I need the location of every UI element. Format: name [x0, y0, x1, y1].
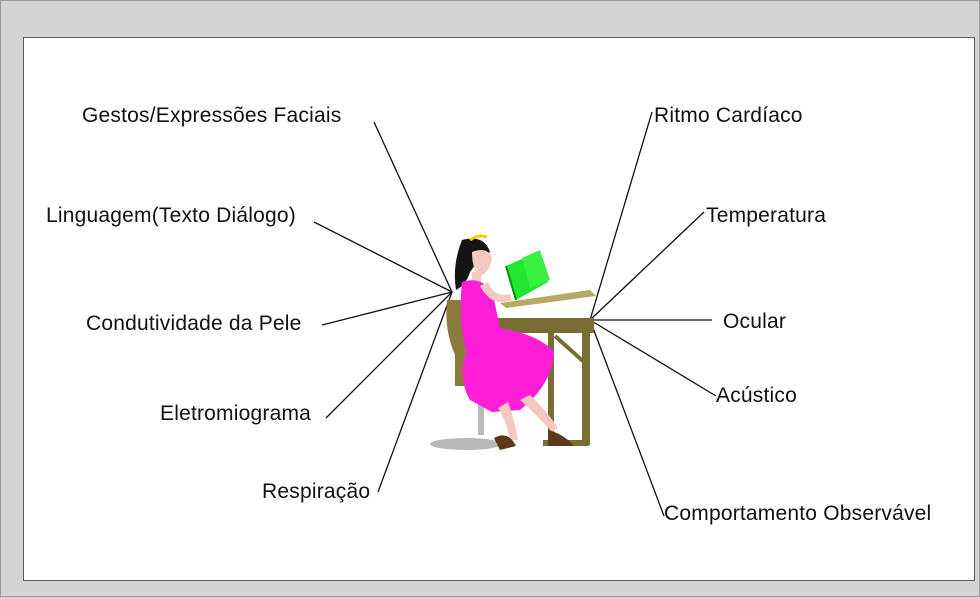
label-comportamento-observavel: Comportamento Observável	[664, 502, 932, 525]
connector-linguagem	[313, 221, 453, 293]
connector-gestos	[373, 121, 453, 293]
connector-respiracao	[377, 291, 453, 493]
label-acustico: Acústico	[716, 384, 797, 407]
connector-ritmo	[589, 111, 653, 321]
connector-acustico	[589, 319, 717, 397]
label-eletromiograma: Eletromiograma	[160, 402, 312, 425]
label-gestos-expressoes: Gestos/Expressões Faciais	[82, 104, 342, 127]
label-temperatura: Temperatura	[706, 204, 827, 227]
connector-condutividade	[321, 291, 453, 326]
label-condutividade: Condutividade da Pele	[86, 312, 302, 335]
label-respiracao: Respiração	[262, 480, 371, 503]
label-linguagem: Linguagem(Texto Diálogo)	[46, 204, 296, 227]
label-ocular: Ocular	[723, 310, 787, 333]
connector-temperatura	[589, 211, 705, 321]
diagram-panel	[23, 37, 975, 581]
label-ritmo-cardiaco: Ritmo Cardíaco	[654, 104, 803, 127]
connector-comportamento	[589, 319, 665, 517]
connector-eletromiograma	[325, 291, 453, 419]
girl-reading-at-desk-icon	[430, 234, 596, 450]
